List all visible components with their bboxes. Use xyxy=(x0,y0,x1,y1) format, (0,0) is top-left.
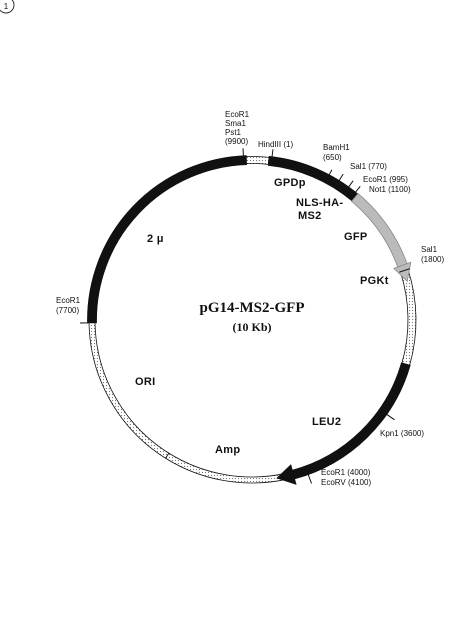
leu2-arrowhead xyxy=(276,464,297,485)
gfp-arrowhead xyxy=(393,261,412,283)
site-ecor1-995: EcoR1 (995) xyxy=(363,175,408,184)
site-sal1-770: Sal1 (770) xyxy=(350,162,387,171)
segment-leu2 xyxy=(291,362,411,480)
feature-pgkt: PGKt xyxy=(360,275,389,287)
feature-ms2: MS2 xyxy=(298,210,322,222)
site-ecor1-9900-l1: EcoR1 xyxy=(225,110,250,119)
site-sal1-1800-l1: Sal1 xyxy=(421,245,438,254)
feature-ori: ORI xyxy=(135,376,155,388)
tick-not1 xyxy=(354,186,361,193)
corner-mark-text: 1 xyxy=(4,2,9,11)
site-kpn1: Kpn1 (3600) xyxy=(380,429,424,438)
site-ecor1-4000: EcoR1 (4000) xyxy=(321,468,371,477)
feature-gpdp: GPDp xyxy=(274,177,306,189)
site-9900-l4: (9900) xyxy=(225,137,248,146)
plasmid-name: pG14-MS2-GFP xyxy=(200,300,305,316)
tick-hindiii xyxy=(271,149,274,158)
feature-gfp: GFP xyxy=(344,231,368,243)
feature-leu2: LEU2 xyxy=(312,416,341,428)
site-pst1-l3: Pst1 xyxy=(225,128,242,137)
site-ticks xyxy=(80,148,411,484)
tick-kpn1 xyxy=(386,413,395,421)
site-not1: Not1 (1100) xyxy=(369,185,411,194)
plasmid-size: (10 Kb) xyxy=(233,320,272,334)
plasmid-ring xyxy=(87,155,417,485)
site-bamh1-l2: (650) xyxy=(323,153,342,162)
feature-2mu: 2 μ xyxy=(147,233,164,245)
site-ecor1-7700-l1: EcoR1 xyxy=(56,296,81,305)
tick-ecor1-995 xyxy=(347,180,354,188)
tick-sal1-1800 xyxy=(399,268,411,273)
tick-ecor1-4000 xyxy=(307,473,312,484)
site-sal1-1800-l2: (1800) xyxy=(421,255,444,264)
site-ecor1-7700-l2: (7700) xyxy=(56,306,79,315)
feature-nls-ha: NLS-HA- xyxy=(296,197,343,209)
segment-hindiii-box xyxy=(245,156,270,165)
segment-pgkt xyxy=(399,268,417,366)
tick-bamh1 xyxy=(328,169,333,176)
segment-2mu xyxy=(87,155,247,324)
site-hindiii: HindIII (1) xyxy=(258,140,293,149)
site-bamh1-l1: BamH1 xyxy=(323,143,350,152)
tick-sal1-770 xyxy=(338,173,344,182)
segment-ori xyxy=(88,322,170,459)
corner-mark: 1 xyxy=(0,0,15,14)
site-sma1-l2: Sma1 xyxy=(225,119,246,128)
site-ecorv: EcoRV (4100) xyxy=(321,478,371,487)
feature-amp: Amp xyxy=(215,444,240,456)
segment-amp xyxy=(165,452,287,484)
